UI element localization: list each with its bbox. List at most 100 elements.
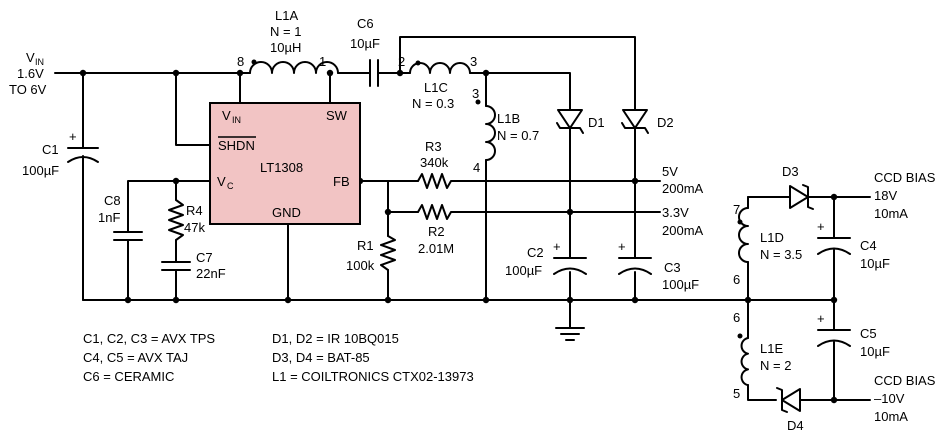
d3-name: D3 [782,164,799,179]
ic-pin-vin: V [222,108,231,123]
capacitor-c3: + C3 100µF [618,239,699,292]
ic-pin-shdn: SHDN [218,138,255,153]
inductor-l1e: L1E N = 2 [737,333,791,387]
wires [54,36,871,401]
c4-value: 10µF [860,256,890,271]
l1e-turns: N = 2 [760,358,791,373]
l1a-value: 10µH [270,40,301,55]
note-diodes1: D1, D2 = IR 10BQ015 [272,331,399,346]
ic-pin-vc-sub: C [227,181,234,191]
ccd18-current: 10mA [874,206,908,221]
c5-plus: + [817,311,825,326]
c2-name: C2 [527,245,544,260]
pin-3-l1b: 3 [472,86,479,101]
inductor-l1a: L1A N = 1 10µH [249,8,339,74]
c5-value: 10µF [860,344,890,359]
resistor-r2: R2 2.01M [417,204,455,256]
c3-value: 100µF [662,277,699,292]
pin-3-l1c: 3 [470,54,477,69]
d1-name: D1 [588,115,605,130]
r2-value: 2.01M [418,241,454,256]
out33-voltage: 3.3V [662,205,689,220]
pin-7: 7 [733,202,740,217]
r3-value: 340k [420,155,449,170]
output-ccd-neg10v: CCD BIAS –10V 10mA [874,373,936,424]
c6-name: C6 [357,16,374,31]
resistor-r4: R4 47k [168,199,205,241]
l1d-name: L1D [760,230,784,245]
c7-name: C7 [196,250,213,265]
l1c-name: L1C [424,80,448,95]
c8-value: 1nF [98,210,120,225]
pin-5: 5 [733,386,740,401]
l1b-turns: N = 0.7 [497,128,539,143]
inductor-l1c: L1C N = 0.3 [409,60,471,111]
r4-value: 47k [184,220,205,235]
note-caps1: C1, C2, C3 = AVX TPS [83,331,215,346]
diode-d2: D2 [621,109,674,134]
l1a-turns: N = 1 [270,24,301,39]
lt1308-chip: V IN SW SHDN LT1308 V C FB GND [209,102,361,225]
out5-voltage: 5V [662,164,678,179]
vin-text: V [26,50,35,65]
component-notes: C1, C2, C3 = AVX TPS C4, C5 = AVX TAJ C6… [83,331,474,384]
vin-range-hi: TO 6V [9,82,47,97]
r4-name: R4 [186,203,203,218]
ic-pin-vin-sub: IN [232,115,241,125]
ic-pin-sw: SW [326,108,348,123]
d4-name: D4 [787,418,804,433]
pin-numbers: 8 1 2 3 3 4 7 6 6 5 [237,54,740,401]
capacitor-c7: C7 22nF [161,250,226,281]
c1-name: C1 [42,142,59,157]
pin-6-l1e: 6 [733,310,740,325]
ic-pin-fb: FB [333,174,350,189]
inductor-l1d: L1D N = 3.5 [737,207,802,263]
l1a-name: L1A [275,8,298,23]
capacitor-c1: + C1 100µF [22,129,99,178]
ic-pin-vc: V [217,174,226,189]
c2-value: 100µF [505,263,542,278]
ccd18-voltage: 18V [874,188,897,203]
pin-2: 2 [398,54,405,69]
c4-plus: + [817,219,825,234]
out5-current: 200mA [662,181,704,196]
note-diodes2: D3, D4 = BAT-85 [272,350,370,365]
c2-plus: + [553,239,561,254]
pin-6-l1d: 6 [733,272,740,287]
d2-name: D2 [657,115,674,130]
note-inductor: L1 = COILTRONICS CTX02-13973 [272,369,474,384]
l1e-name: L1E [760,341,783,356]
vin-label: V IN 1.6V TO 6V [9,50,47,97]
output-ccd-18v: CCD BIAS 18V 10mA [874,170,936,221]
c5-name: C5 [860,326,877,341]
inductor-l1b: L1B N = 0.7 [475,99,539,161]
diode-d4: D4 [776,387,804,433]
pin-1: 1 [319,54,326,69]
capacitor-c2: + C2 100µF [505,239,587,278]
capacitor-c4: + C4 10µF [817,219,890,271]
vin-range-lo: 1.6V [17,66,44,81]
ground-symbol [555,327,585,341]
ccdneg-title: CCD BIAS [874,373,936,388]
vin-sub: IN [35,57,44,67]
c1-value: 100µF [22,163,59,178]
note-caps2: C4, C5 = AVX TAJ [83,350,188,365]
l1d-turns: N = 3.5 [760,247,802,262]
ic-pin-gnd: GND [272,205,301,220]
r3-name: R3 [425,139,442,154]
resistor-r3: R3 340k [417,139,455,189]
ic-name: LT1308 [260,160,303,175]
r1-value: 100k [346,258,375,273]
c4-name: C4 [860,238,877,253]
output-5v: 5V 200mA [662,164,704,196]
l1c-turns: N = 0.3 [412,96,454,111]
ccdneg-current: 10mA [874,409,908,424]
diode-d1: D1 [556,109,605,134]
c7-value: 22nF [196,266,226,281]
r2-name: R2 [428,224,445,239]
pin-8: 8 [237,54,244,69]
c3-plus: + [618,239,626,254]
junction-dots [79,69,838,404]
c6-value: 10µF [350,36,380,51]
